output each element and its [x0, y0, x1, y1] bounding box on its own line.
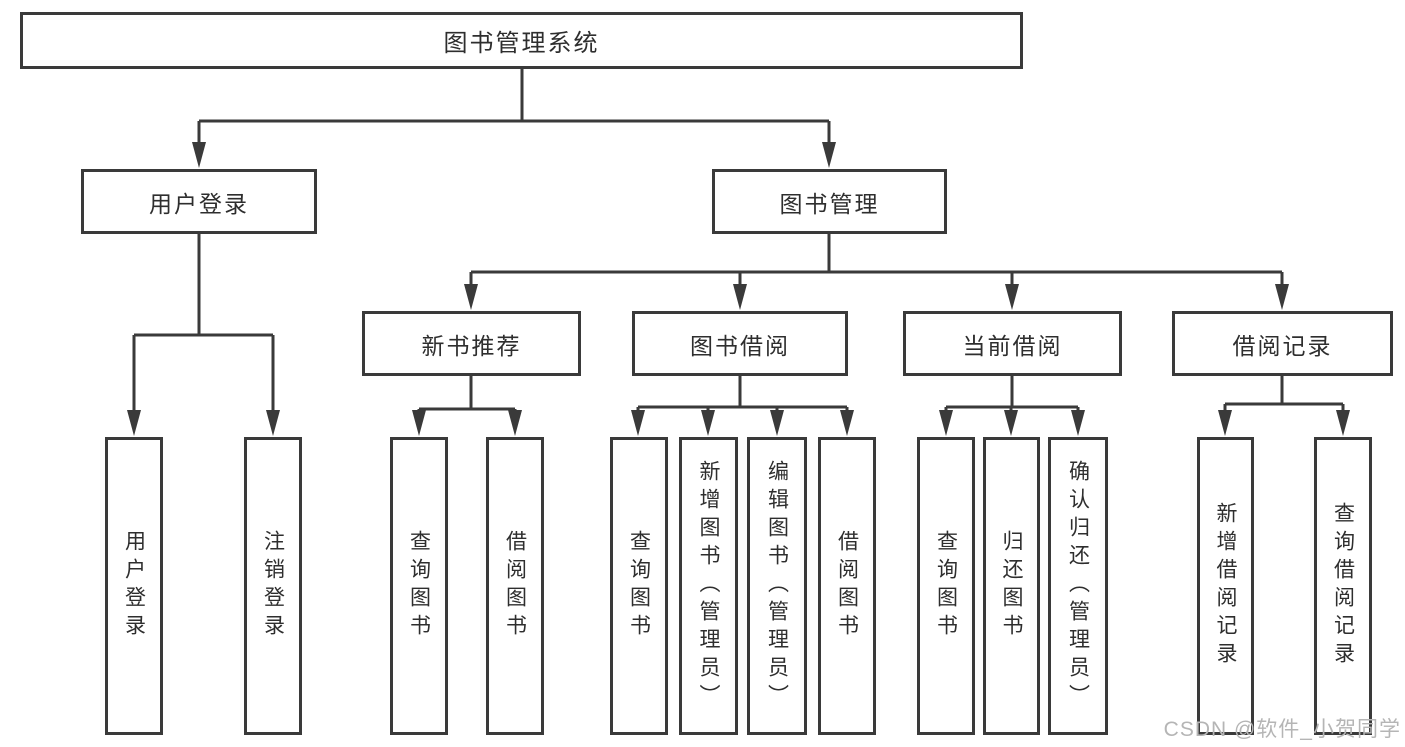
node-borrow-record: 借阅记录 — [1172, 311, 1393, 376]
leaf-edit-book-admin-label: 编辑图书（管理员） — [765, 460, 789, 712]
csdn-watermark: CSDN @软件_小贺同学 — [1163, 718, 1401, 741]
node-user-login: 用户登录 — [81, 169, 317, 234]
leaf-edit-book-admin: 编辑图书（管理员） — [747, 437, 807, 735]
node-borrow-record-label: 借阅记录 — [1232, 332, 1333, 359]
node-new-book-recommend: 新书推荐 — [362, 311, 581, 376]
leaf-logout: 注销登录 — [244, 437, 302, 735]
node-book-borrow: 图书借阅 — [632, 311, 848, 376]
leaf-add-borrow-record: 新增借阅记录 — [1197, 437, 1254, 735]
leaf-confirm-return-admin-label: 确认归还（管理员） — [1066, 460, 1090, 712]
leaf-query-borrow-record-label: 查询借阅记录 — [1331, 502, 1355, 670]
node-book-borrow-label: 图书借阅 — [690, 332, 790, 359]
leaf-query-books-current: 查询图书 — [917, 437, 975, 735]
leaf-add-borrow-record-label: 新增借阅记录 — [1214, 502, 1237, 670]
leaf-confirm-return-admin: 确认归还（管理员） — [1048, 437, 1108, 735]
leaf-add-book-admin: 新增图书（管理员） — [679, 437, 738, 735]
leaf-return-book: 归还图书 — [983, 437, 1040, 735]
leaf-borrow-books-recommend: 借阅图书 — [486, 437, 544, 735]
node-system-root-label: 图书管理系统 — [443, 30, 600, 57]
leaf-borrow-books: 借阅图书 — [818, 437, 876, 735]
arrowheads — [127, 142, 1350, 436]
leaf-query-books-borrow: 查询图书 — [610, 437, 668, 735]
leaf-query-books-recommend: 查询图书 — [390, 437, 448, 735]
leaf-query-books-current-label: 查询图书 — [934, 530, 958, 642]
connector-paths — [132, 68, 1345, 418]
leaf-return-book-label: 归还图书 — [1000, 530, 1023, 642]
node-system-root: 图书管理系统 — [20, 12, 1023, 69]
leaf-logout-label: 注销登录 — [261, 530, 285, 642]
leaf-add-book-admin-label: 新增图书（管理员） — [697, 460, 720, 712]
node-book-management-label: 图书管理 — [779, 190, 880, 217]
leaf-borrow-books-label: 借阅图书 — [835, 530, 859, 642]
node-user-login-label: 用户登录 — [149, 190, 249, 217]
node-current-borrow: 当前借阅 — [903, 311, 1122, 376]
leaf-user-login-label: 用户登录 — [122, 530, 146, 642]
node-current-borrow-label: 当前借阅 — [962, 332, 1063, 359]
node-book-management: 图书管理 — [712, 169, 947, 234]
leaf-query-books-recommend-label: 查询图书 — [407, 530, 431, 642]
leaf-query-books-borrow-label: 查询图书 — [627, 530, 651, 642]
leaf-borrow-books-recommend-label: 借阅图书 — [503, 530, 527, 642]
leaf-query-borrow-record: 查询借阅记录 — [1314, 437, 1372, 735]
node-new-book-recommend-label: 新书推荐 — [421, 332, 522, 359]
leaf-user-login: 用户登录 — [105, 437, 163, 735]
